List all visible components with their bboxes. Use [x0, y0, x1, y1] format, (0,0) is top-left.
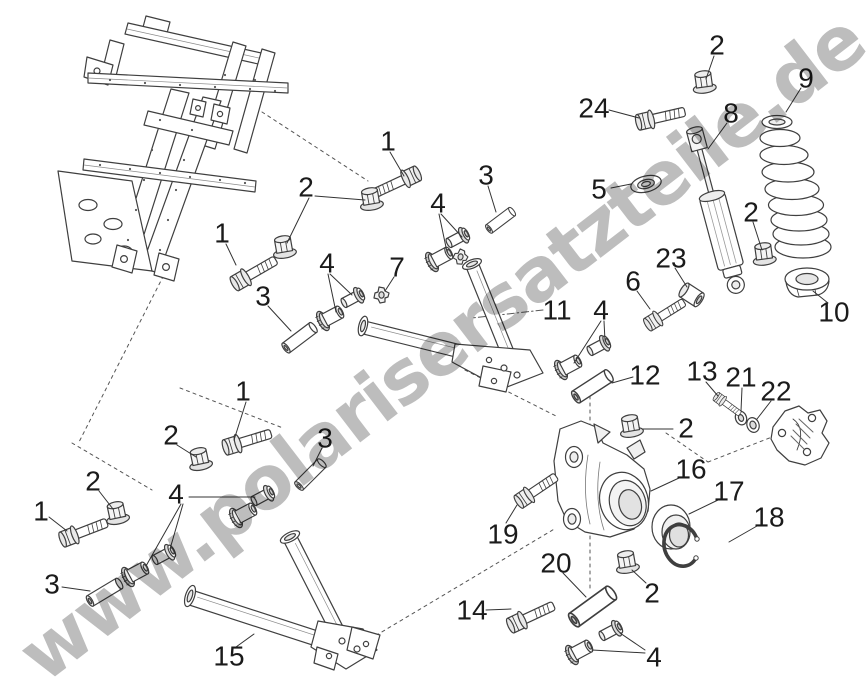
nut-2-f: [612, 548, 641, 576]
callout-label: 7: [389, 252, 405, 283]
nut-2-h: [102, 499, 131, 527]
callout-label: 2: [85, 466, 101, 497]
callout-label: 1: [380, 126, 396, 157]
callout-label: 3: [317, 423, 333, 454]
callout-label: 3: [478, 160, 494, 191]
part-shock-bushing: [678, 282, 705, 308]
callout-label: 12: [629, 360, 660, 391]
callout-label: 16: [675, 454, 706, 485]
bolt-6: [640, 294, 690, 334]
callout-label: 15: [213, 641, 244, 672]
nut-2-b: [269, 233, 298, 261]
pin-12: [569, 367, 616, 405]
frame-rivets: [98, 73, 277, 252]
callout-label: 3: [255, 281, 271, 312]
callout-label: 19: [487, 519, 518, 550]
callout-label: 18: [753, 502, 784, 533]
pin-3-b: [483, 205, 518, 235]
callout-label: 4: [430, 188, 446, 219]
pin-3-c: [292, 456, 329, 493]
bushing-large-f: [117, 556, 153, 590]
bushing-small-d: [595, 617, 626, 646]
callout-label: 24: [578, 93, 609, 124]
callout-numbers: 1 2 1 3 4 7 3 4 24 2 8 9 5 2 23 6 10 11 …: [33, 30, 849, 673]
callout-label: 2: [298, 172, 314, 203]
bolt-1-mid: [219, 423, 275, 458]
callout-label: 1: [33, 496, 49, 527]
callout-label: 8: [723, 98, 739, 129]
callout-label: 2: [743, 197, 759, 228]
clamp-7-a: [373, 286, 390, 304]
callout-label: 2: [644, 578, 660, 609]
callout-label: 2: [709, 30, 725, 61]
bolt-14: [503, 596, 559, 636]
part-cupped-washer: [630, 174, 662, 194]
bushing-small-c: [583, 332, 614, 361]
bolt-24: [633, 101, 688, 133]
callout-label: 14: [456, 595, 487, 626]
part-upper-a-arm: [357, 257, 544, 393]
nut-2-d: [750, 240, 778, 268]
callout-label: 4: [168, 479, 184, 510]
callout-label: 23: [655, 243, 686, 274]
bolt-13: [711, 390, 744, 419]
callout-label: 20: [540, 548, 571, 579]
callout-label: 2: [163, 420, 179, 451]
bushing-small-a: [337, 284, 368, 313]
callout-label: 4: [593, 295, 609, 326]
part-coil-spring: [759, 114, 832, 259]
frame-sketch: [57, 15, 289, 282]
nut-2-g: [185, 445, 214, 473]
bushing-small-f: [148, 541, 179, 570]
callout-leader-lines: [48, 55, 829, 654]
callout-label: 22: [760, 376, 791, 407]
callout-label: 11: [542, 295, 571, 326]
callout-label: 1: [214, 218, 230, 249]
bolt-19: [511, 468, 562, 512]
bushing-large-a: [312, 300, 348, 334]
callout-label: 4: [646, 642, 662, 673]
callout-label: 21: [725, 362, 756, 393]
pin-3-d: [84, 576, 125, 608]
callout-label: 6: [625, 266, 641, 297]
bushing-large-c: [550, 349, 586, 383]
part-caliper-bracket: [770, 405, 830, 466]
part-shock-absorber: [686, 126, 745, 294]
part-spring-retainer: [784, 267, 830, 298]
nut-2-c: [690, 68, 718, 96]
bolt-1-frame-left: [227, 251, 282, 294]
callout-label: 13: [686, 356, 717, 387]
dashed-assembly-guides: [71, 111, 773, 640]
callout-label: 10: [818, 297, 849, 328]
pin-20: [565, 583, 620, 630]
part-lower-a-arm: [183, 530, 381, 671]
callout-label: 4: [319, 248, 335, 279]
callout-label: 9: [798, 63, 814, 94]
part-bearing-carrier: [553, 420, 651, 538]
nut-2-e: [616, 412, 645, 440]
callout-label: 3: [44, 569, 60, 600]
part-snap-ring: [662, 522, 700, 568]
callout-label: 2: [678, 413, 694, 444]
callout-label: 1: [235, 376, 251, 407]
callout-label: 5: [591, 174, 607, 205]
bolt-1-lower-left: [56, 513, 111, 550]
callout-label: 17: [713, 476, 744, 507]
bushing-large-d: [561, 634, 597, 668]
part-washer-22: [746, 417, 760, 433]
